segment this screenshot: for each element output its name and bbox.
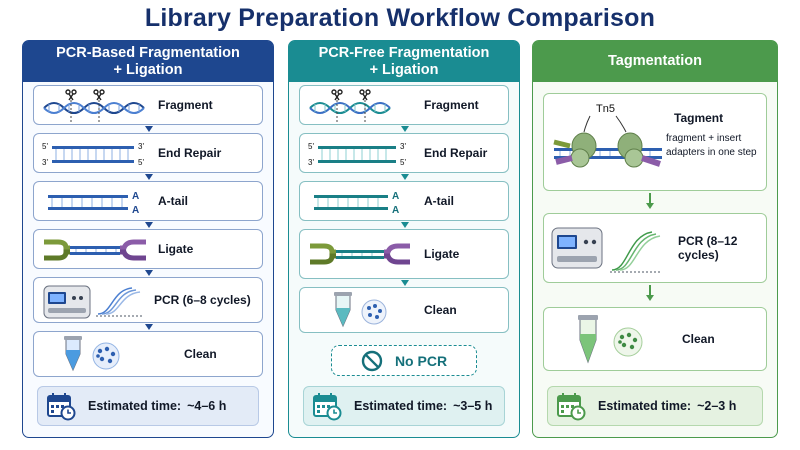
tagment-note: fragment + insert adapters in one step <box>666 133 757 158</box>
dna-a-tail-icon: A A <box>314 191 399 216</box>
tube-beads-icon <box>64 336 120 372</box>
step-fragment: Fragment <box>33 85 263 125</box>
step-tagment: Tn5 Tagment fragment + insert adapters i… <box>543 93 767 191</box>
svg-text:A: A <box>132 205 139 216</box>
svg-text:A: A <box>132 191 139 202</box>
dna-scissors-icon <box>309 89 391 122</box>
svg-text:3': 3' <box>42 158 48 167</box>
step-label: End Repair <box>158 146 222 160</box>
column-header: Tagmentation <box>533 41 777 82</box>
step-label: Clean <box>184 347 217 361</box>
step-ligate: Ligate <box>33 229 263 269</box>
dna-scissors-icon <box>43 89 145 122</box>
step-label: PCR (8–12 cycles) <box>678 234 738 262</box>
step-label: End Repair <box>424 146 488 160</box>
no-pcr-label: No PCR <box>394 352 448 369</box>
step-label: Fragment <box>424 98 479 112</box>
step-clean: Clean <box>299 287 509 333</box>
calendar-clock-icon <box>557 393 586 421</box>
adapter-ligation-icon <box>44 239 146 261</box>
page-title: Library Preparation Workflow Comparison <box>144 4 656 32</box>
step-label: A-tail <box>424 194 454 208</box>
calendar-clock-icon <box>47 393 76 421</box>
step-label: Ligate <box>424 247 460 261</box>
step-label: Clean <box>424 303 457 317</box>
step-end-repair: 5' 3' 3' 5' End Repair <box>33 133 263 173</box>
step-pcr: PCR (6–8 cycles) <box>33 277 263 323</box>
step-label: Tagment <box>674 111 724 125</box>
estimated-time: Estimated time: ~3–5 h <box>303 386 505 426</box>
dna-blunt-icon: 5' 3' 3' 5' <box>42 142 144 167</box>
time-label: Estimated time: <box>354 399 448 413</box>
column-header: PCR-Free Fragmentation + Ligation <box>289 41 519 82</box>
calendar-clock-icon <box>313 393 342 421</box>
svg-text:3': 3' <box>400 142 406 151</box>
svg-text:3': 3' <box>138 142 144 151</box>
svg-text:A: A <box>392 205 399 216</box>
svg-text:5': 5' <box>138 158 144 167</box>
time-label: Estimated time: <box>88 399 182 413</box>
column-header: PCR-Based Fragmentation + Ligation <box>23 41 273 82</box>
strand-label: 5' <box>42 142 48 151</box>
column-tagmentation: Tagmentation Tn5 Tagment fragment + inse… <box>532 40 778 438</box>
step-pcr: PCR (8–12 cycles) <box>543 213 767 283</box>
adapter-ligation-icon <box>310 243 410 265</box>
thermocycler-icon <box>551 227 662 273</box>
step-clean: Clean <box>33 331 263 377</box>
step-ligate: Ligate <box>299 229 509 279</box>
enzyme-label: Tn5 <box>596 103 615 115</box>
time-label: Estimated time: <box>598 399 692 413</box>
step-label: Ligate <box>158 242 194 256</box>
step-clean: Clean <box>543 307 767 371</box>
time-value: ~4–6 h <box>187 399 227 413</box>
step-label: Fragment <box>158 98 213 112</box>
step-label: PCR (6–8 cycles) <box>154 293 251 307</box>
thermocycler-icon <box>43 285 144 319</box>
dna-blunt-icon: 5' 3' 3' 5' <box>308 142 406 167</box>
tube-beads-icon <box>578 315 643 364</box>
transposase-icon: Tn5 <box>553 103 662 168</box>
step-label: Clean <box>682 332 715 346</box>
svg-text:5': 5' <box>400 158 406 167</box>
beads-icon <box>367 304 382 319</box>
tube-beads-icon <box>334 292 387 328</box>
no-pcr-badge: No PCR <box>331 345 477 376</box>
scissors-icon <box>331 89 343 101</box>
time-value: ~3–5 h <box>453 399 493 413</box>
no-symbol-icon <box>361 350 383 371</box>
scissors-icon <box>65 89 77 101</box>
svg-text:A: A <box>392 191 399 202</box>
step-a-tail: A A A-tail <box>33 181 263 221</box>
beads-icon <box>96 346 116 364</box>
column-pcr-based: PCR-Based Fragmentation + Ligation Fragm… <box>22 40 274 438</box>
step-a-tail: A A A-tail <box>299 181 509 221</box>
svg-text:5': 5' <box>308 142 314 151</box>
beads-icon <box>618 332 638 350</box>
estimated-time: Estimated time: ~4–6 h <box>37 386 259 426</box>
column-pcr-free: PCR-Free Fragmentation + Ligation Fragme… <box>288 40 520 438</box>
estimated-time: Estimated time: ~2–3 h <box>547 386 763 426</box>
step-label: A-tail <box>158 194 188 208</box>
time-value: ~2–3 h <box>697 399 737 413</box>
step-end-repair: 5' 3' 3' 5' End Repair <box>299 133 509 173</box>
svg-text:3': 3' <box>308 158 314 167</box>
step-fragment: Fragment <box>299 85 509 125</box>
dna-a-tail-icon: A A <box>48 191 139 216</box>
